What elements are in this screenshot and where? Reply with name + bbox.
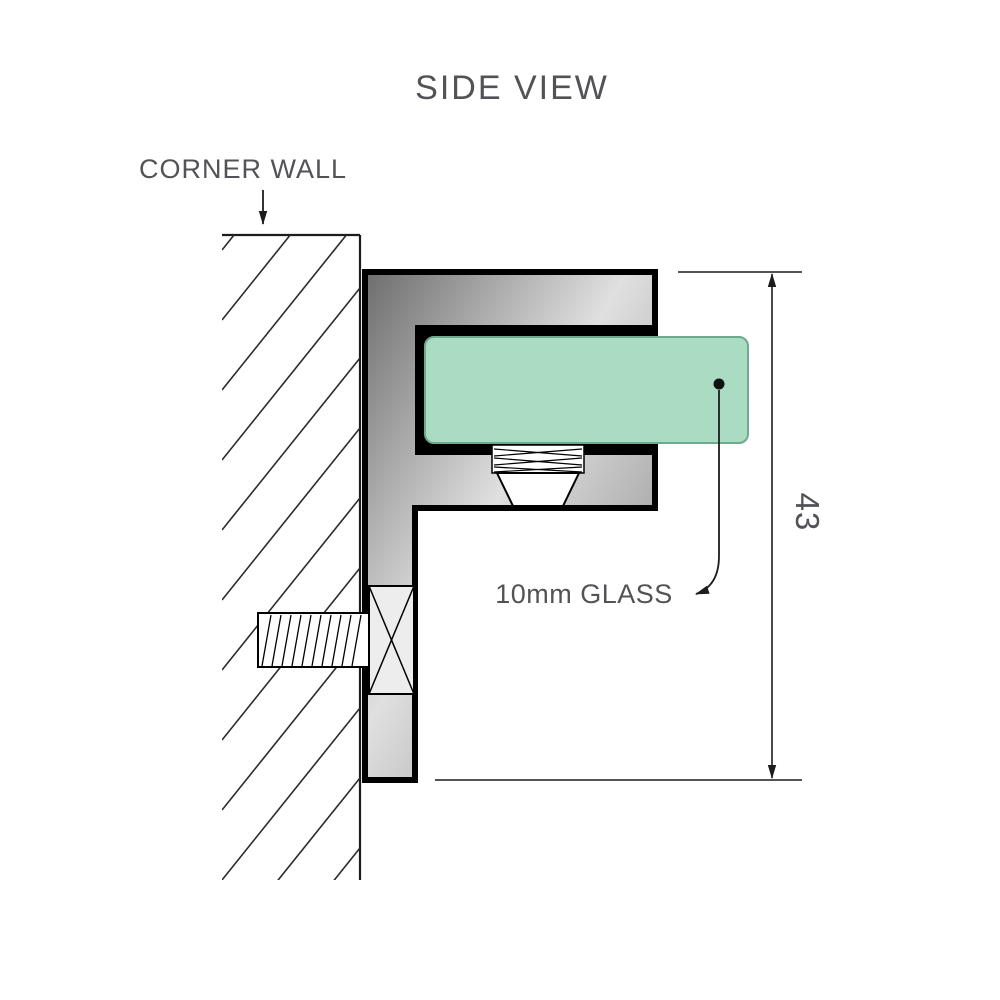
- glass-callout: 10mm GLASS: [495, 378, 725, 609]
- glass-panel: [424, 336, 749, 444]
- glass-label: 10mm GLASS: [495, 579, 673, 609]
- screw-head-cross: [368, 585, 415, 695]
- grub-screw-threads: [493, 448, 583, 473]
- screw-threads: [261, 614, 362, 667]
- dimension-value: 43: [789, 493, 826, 532]
- diagram-title: SIDE VIEW: [415, 69, 609, 107]
- wall-hatching: [222, 235, 360, 880]
- grub-screw-body: [495, 472, 581, 507]
- mounting-screw: [257, 585, 415, 695]
- glass-leader-line: [695, 390, 720, 595]
- height-dimension: 43: [435, 271, 826, 781]
- grub-screw: [491, 444, 585, 507]
- glass-leader-dot: [713, 378, 725, 390]
- corner-wall-label: CORNER WALL: [139, 154, 347, 184]
